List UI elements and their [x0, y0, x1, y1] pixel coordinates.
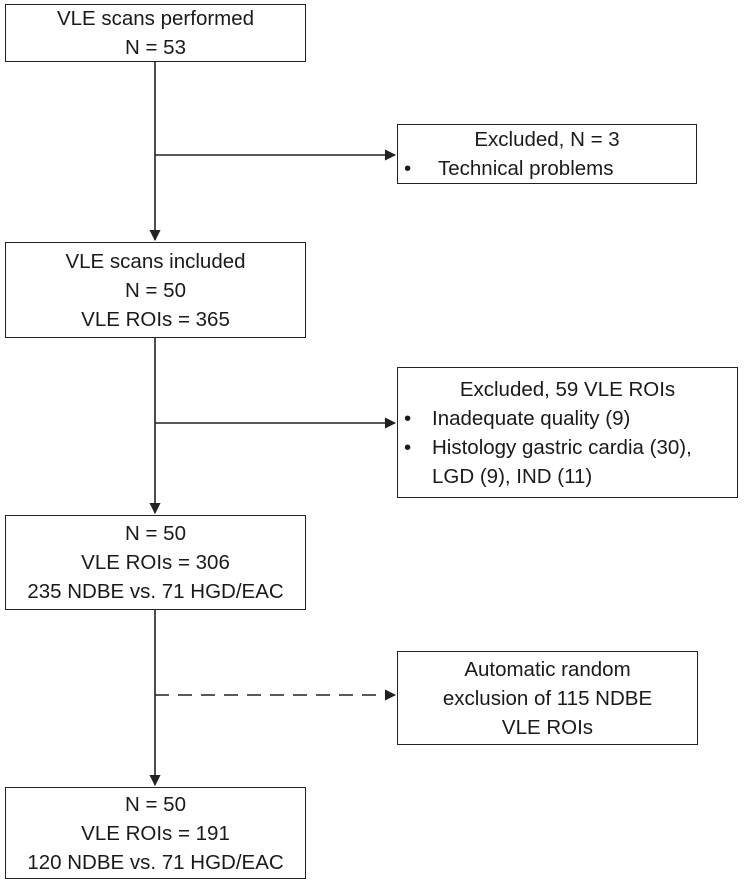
- bullet-icon: •: [404, 406, 412, 430]
- box-step-3: N = 50 VLE ROIs = 306 235 NDBE vs. 71 HG…: [5, 515, 306, 610]
- box-line: 120 NDBE vs. 71 HGD/EAC: [27, 850, 284, 874]
- box-line: N = 50: [125, 522, 186, 545]
- box-header: Excluded, N = 3: [474, 128, 620, 151]
- box-header: Excluded, 59 VLE ROIs: [459, 377, 676, 401]
- box-scans-included: VLE scans included N = 50 VLE ROIs = 365: [5, 242, 306, 338]
- bullet-text: Histology gastric cardia (30), LGD (9), …: [432, 435, 692, 488]
- bullet-item: • Histology gastric cardia (30), LGD (9)…: [398, 433, 737, 491]
- box-line: Automatic random: [464, 657, 631, 681]
- box-line: VLE ROIs = 191: [81, 821, 230, 845]
- box-excluded-1: Excluded, N = 3 • Technical problems: [397, 124, 697, 184]
- bullet-text: Technical problems: [438, 157, 614, 180]
- box-line: 235 NDBE vs. 71 HGD/EAC: [27, 580, 284, 603]
- box-random-exclusion: Automatic random exclusion of 115 NDBE V…: [397, 651, 698, 745]
- box-line: N = 53: [125, 36, 186, 59]
- bullet-icon: •: [404, 435, 412, 459]
- box-excluded-2: Excluded, 59 VLE ROIs • Inadequate quali…: [397, 367, 738, 498]
- box-line: VLE scans performed: [56, 7, 255, 30]
- bullet-item: • Inadequate quality (9): [398, 404, 737, 433]
- box-line: exclusion of 115 NDBE: [442, 686, 653, 710]
- bullet-text: Inadequate quality (9): [432, 406, 631, 430]
- box-line: VLE ROIs = 365: [81, 307, 230, 331]
- bullet-item: • Technical problems: [398, 154, 696, 183]
- bullet-icon: •: [404, 157, 412, 180]
- box-scans-performed: VLE scans performed N = 53: [5, 4, 306, 62]
- box-line: VLE scans included: [65, 249, 246, 273]
- box-final: N = 50 VLE ROIs = 191 120 NDBE vs. 71 HG…: [5, 787, 306, 879]
- box-line: VLE ROIs: [501, 715, 594, 739]
- box-line: N = 50: [125, 792, 186, 816]
- box-line: N = 50: [125, 278, 186, 302]
- box-line: VLE ROIs = 306: [81, 551, 230, 574]
